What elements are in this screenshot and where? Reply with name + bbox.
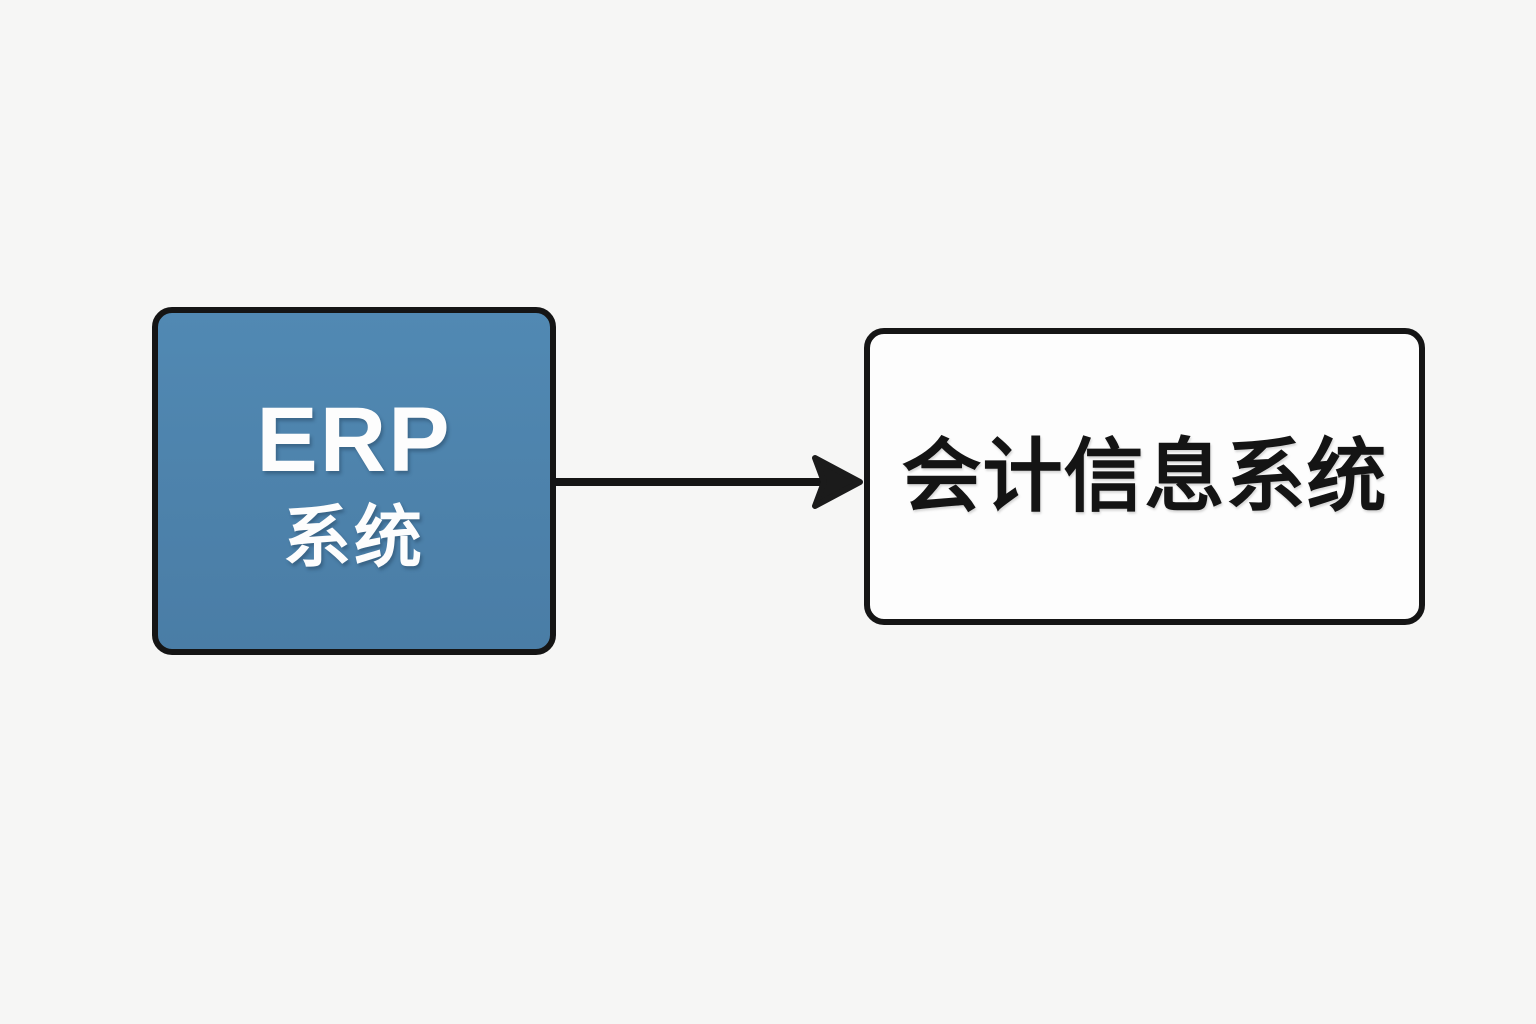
- node-erp-secondary-label: 系统: [282, 500, 425, 576]
- node-erp-primary-label: ERP: [256, 389, 452, 491]
- node-erp[interactable]: ERP 系统: [152, 307, 556, 655]
- node-accounting-information-system-label: 会计信息系统: [901, 431, 1388, 521]
- arrowhead-icon: [812, 455, 863, 509]
- node-accounting-information-system[interactable]: 会计信息系统: [864, 328, 1425, 625]
